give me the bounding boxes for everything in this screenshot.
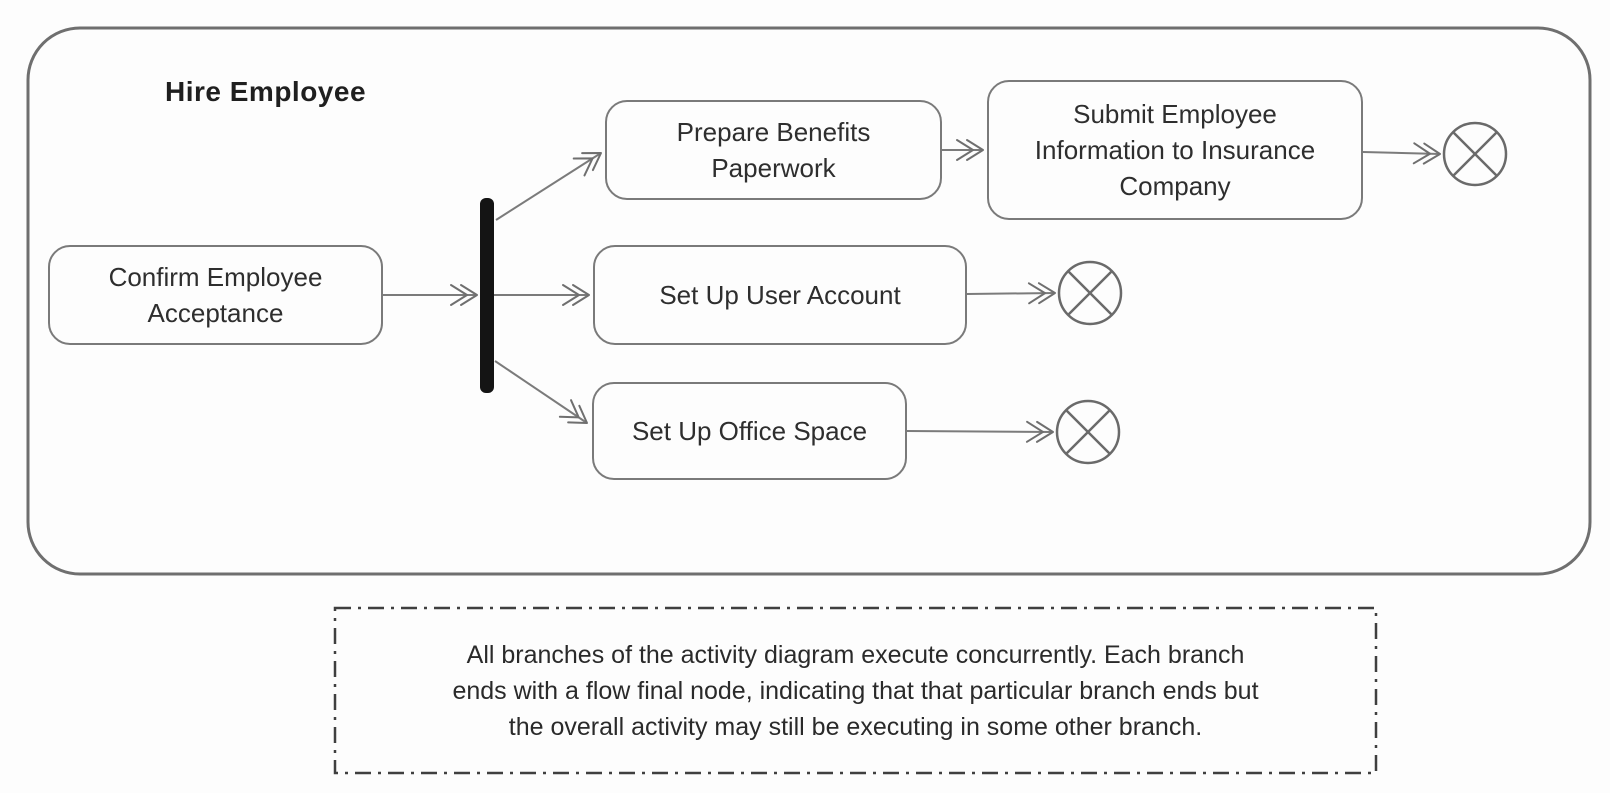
flow-final-node-benefits — [1442, 121, 1508, 187]
flow-line — [495, 152, 602, 221]
activity-title: Hire Employee — [165, 76, 367, 107]
flow-final-x — [1065, 409, 1111, 455]
flow-final-x — [1452, 131, 1498, 177]
flow-final-node-user-account — [1057, 260, 1123, 326]
action-node-set-up-office-space: Set Up Office Space — [592, 382, 907, 480]
edge-fork-to-prepare — [495, 152, 602, 221]
note-border — [333, 606, 1378, 775]
flow-final-node-office-space — [1055, 399, 1121, 465]
action-node-submit-employee-information: Submit Employee Information to Insurance… — [987, 80, 1363, 220]
edge-office-space-to-flow-final — [906, 420, 1054, 443]
action-node-confirm-employee-acceptance: Confirm Employee Acceptance — [48, 245, 383, 345]
edge-submit-to-flow-final — [1362, 142, 1441, 165]
flow-line — [966, 282, 1056, 305]
flow-line — [494, 360, 588, 424]
action-node-set-up-user-account: Set Up User Account — [593, 245, 967, 345]
flow-line — [906, 420, 1054, 443]
note-text: All branches of the activity diagram exe… — [452, 640, 1259, 741]
edge-user-account-to-flow-final — [966, 282, 1056, 305]
flow-final-x — [1067, 270, 1113, 316]
edge-fork-to-office-space — [494, 360, 588, 424]
fork-bar — [480, 198, 494, 393]
flow-line — [1362, 142, 1441, 165]
action-node-prepare-benefits-paperwork: Prepare Benefits Paperwork — [605, 100, 942, 200]
